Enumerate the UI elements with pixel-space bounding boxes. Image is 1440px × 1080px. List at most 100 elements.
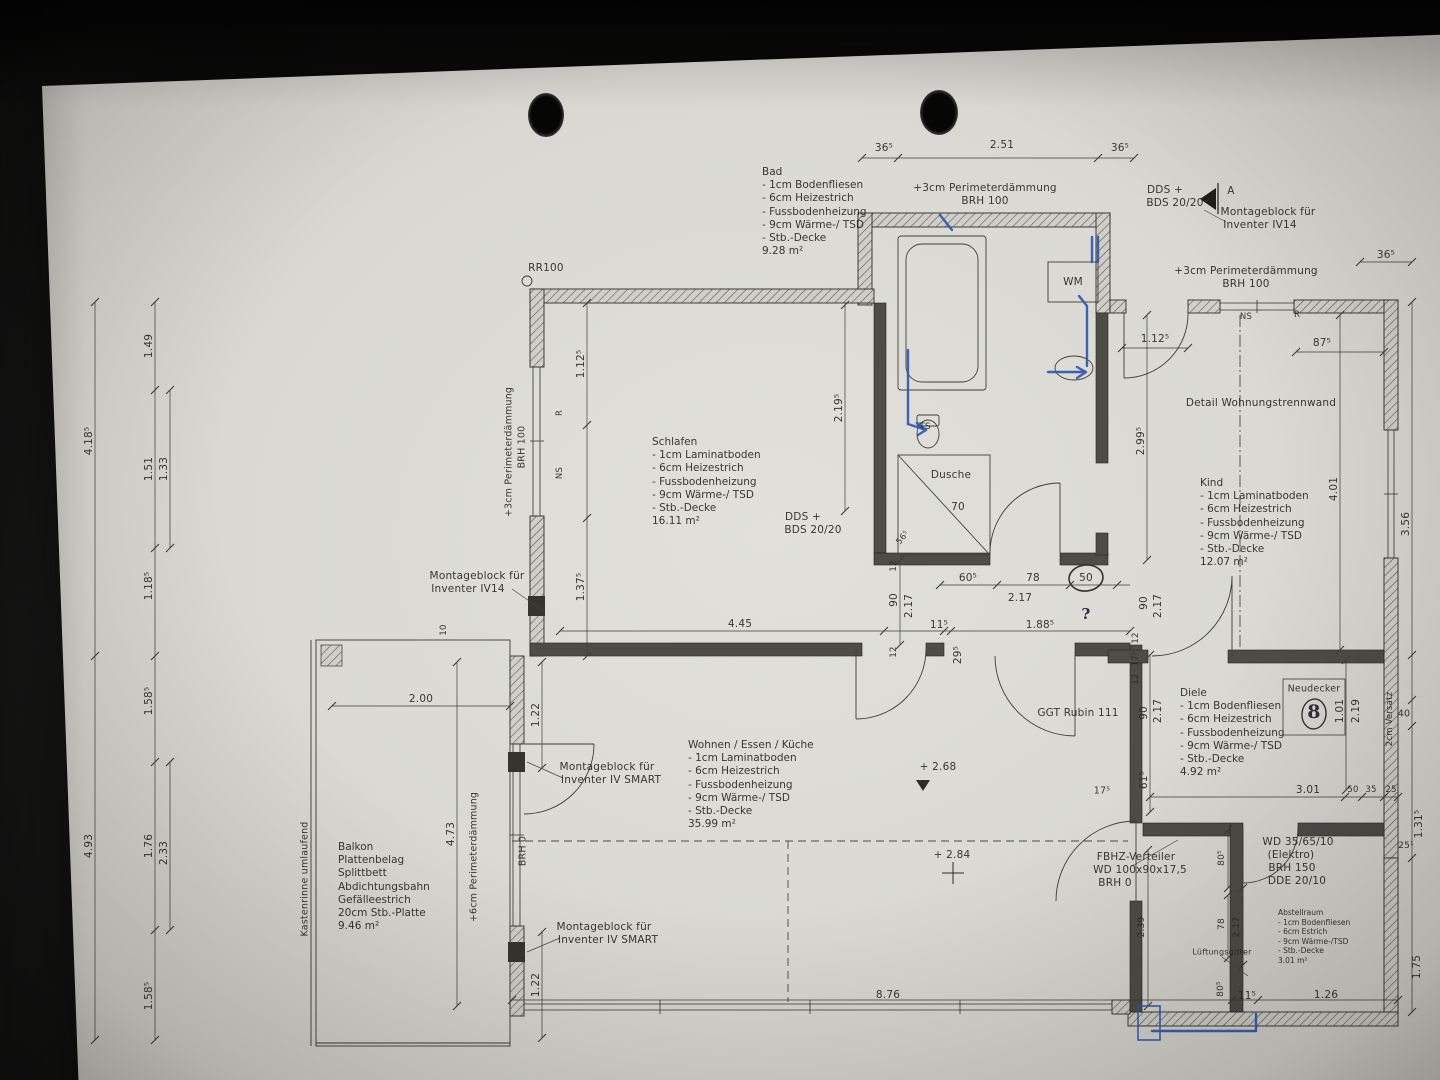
plan-label: 1.12⁵ — [575, 349, 587, 379]
room-spec: - Stb.-Decke — [652, 502, 717, 515]
room-spec: - 9cm Wärme-/ TSD — [1180, 739, 1282, 752]
plan-label: + 2.84 — [933, 849, 971, 861]
dashed-lines — [512, 315, 1241, 1002]
plan-label: WM — [1063, 276, 1083, 288]
plan-label: Inventer IV SMART — [560, 774, 662, 786]
room-spec: - Stb.-Decke — [1180, 753, 1245, 766]
plan-label: 56⁵ — [894, 529, 912, 547]
plan-label: 36⁵ — [874, 142, 894, 154]
plan-label: 50 — [1079, 572, 1093, 584]
plan-label: 12 — [1131, 673, 1141, 685]
plan-label: 35 — [1365, 785, 1377, 795]
plan-label: 1.26 — [1313, 989, 1339, 1001]
plan-label: Detail Wohnungstrennwand — [1185, 397, 1337, 409]
plan-label: 25 — [1385, 785, 1397, 795]
plan-label: 17⁵ — [1131, 651, 1141, 667]
plan-label: 60⁵ — [958, 572, 978, 584]
room-spec: - 6cm Heizestrich — [762, 192, 854, 205]
washbasin — [1054, 355, 1094, 381]
room-spec: - Stb.-Decke — [1278, 946, 1324, 956]
room-label-abstellraum: Abstellraum- 1cm Bodenfliesen- 6cm Estri… — [1278, 908, 1350, 966]
room-spec: - 6cm Heizestrich — [652, 462, 744, 475]
room-label-schlafen: Schlafen- 1cm Laminatboden- 6cm Heizestr… — [652, 436, 761, 528]
plan-label: 70 — [951, 501, 965, 513]
plan-label: 1.12⁵ — [1140, 333, 1170, 345]
plan-label: Inventer IV14 — [431, 583, 505, 595]
plan-label: 1.88⁵ — [1025, 619, 1055, 631]
plan-label: 2.17 — [1152, 593, 1164, 619]
room-spec: - 1cm Bodenfliesen — [762, 179, 864, 192]
blue-pen-marks — [906, 213, 1258, 1041]
plan-label: BRH 100 — [1222, 278, 1270, 290]
room-label-diele: Diele- 1cm Bodenfliesen- 6cm Heizestrich… — [1180, 687, 1285, 779]
plan-label: 1.58⁵ — [143, 686, 155, 716]
level-marker-284 — [942, 862, 964, 884]
plan-label: DDS + — [785, 511, 821, 523]
plan-label: 1.31⁵ — [1413, 809, 1425, 839]
plan-label: 11⁵ — [1237, 990, 1257, 1002]
room-spec: - Fussbodenheizung — [688, 778, 793, 791]
plan-label: 8 — [1307, 701, 1321, 723]
door-swings — [523, 312, 1299, 902]
balcony-outline — [310, 639, 511, 1047]
plan-label: RR100 — [528, 262, 564, 274]
plan-label: 50 — [1347, 785, 1359, 795]
plan-label: 1.76 — [143, 833, 155, 859]
plan-label: 1.22 — [530, 972, 542, 998]
plan-label: BRH 100 — [516, 425, 528, 469]
room-spec: - Fussbodenheizung — [762, 205, 867, 218]
plan-label: ? — [1081, 605, 1091, 623]
plan-label: FBHZ-Verteiler — [1096, 851, 1176, 863]
plan-label: 2.99⁵ — [1135, 426, 1147, 456]
room-spec: Gefälleestrich — [338, 893, 411, 906]
plan-label: 4.45 — [727, 618, 753, 630]
plan-label: 8.76 — [875, 989, 901, 1001]
plan-label: WD 35/65/10 — [1262, 836, 1334, 848]
plan-label: +3cm Perimeterdämmung — [503, 386, 515, 518]
shower — [897, 454, 991, 556]
plan-label: 2.17 — [903, 593, 915, 619]
room-spec: - 1cm Bodenfliesen — [1180, 700, 1282, 713]
plan-label: DDE 20/10 — [1267, 875, 1327, 887]
hand-circle-on-dimension — [1068, 564, 1104, 592]
room-spec: - 9cm Wärme-/TSD — [1278, 936, 1349, 946]
room-spec: - Stb.-Decke — [1200, 543, 1265, 556]
plan-label: TS — [919, 422, 931, 432]
plan-label: BDS 20/20 — [1146, 197, 1204, 209]
downpipe — [521, 275, 533, 287]
plan-label: 80⁵ — [1217, 850, 1227, 866]
plan-label: Inventer IV SMART — [557, 934, 659, 946]
leader-lines — [511, 209, 1249, 977]
plan-label: (Elektro) — [1267, 849, 1315, 861]
bathtub — [897, 235, 987, 391]
plan-label: 78 — [1217, 918, 1227, 930]
room-area: 35.99 m² — [688, 818, 736, 831]
plan-label: 78 — [1026, 572, 1040, 584]
plan-label: 80⁵ — [1216, 981, 1226, 997]
room-name: Abstellraum — [1278, 908, 1324, 917]
room-area: 16.11 m² — [652, 515, 700, 528]
plan-label: 3.01 — [1295, 784, 1321, 796]
room-spec: - Fussbodenheizung — [1200, 516, 1305, 529]
room-spec: - 1cm Laminatboden — [652, 449, 761, 462]
room-area: 12.07 m² — [1200, 556, 1248, 569]
room-spec: - 6cm Heizestrich — [688, 765, 780, 778]
plan-label: DDS + — [1147, 184, 1183, 196]
plan-label: 1.33 — [158, 456, 170, 482]
punch-hole — [920, 90, 958, 135]
plan-label: Neudecker — [1287, 683, 1341, 695]
room-area: 3.01 m² — [1278, 955, 1308, 965]
neudecker-box — [1282, 678, 1346, 736]
fixtures — [521, 235, 1346, 736]
room-spec: - 6cm Estrich — [1278, 927, 1328, 937]
plan-label: NS — [555, 466, 565, 480]
plan-label: 2.19⁵ — [833, 393, 845, 423]
montageblock-markers — [508, 596, 545, 962]
plan-label: 2.17 — [1232, 916, 1242, 938]
room-name: Balkon — [338, 841, 374, 853]
room-spec: Plattenbelag — [338, 854, 405, 867]
plan-label: Dusche — [930, 469, 972, 481]
plan-label: 2.17 — [1152, 698, 1164, 724]
level-marker-268 — [916, 780, 930, 791]
